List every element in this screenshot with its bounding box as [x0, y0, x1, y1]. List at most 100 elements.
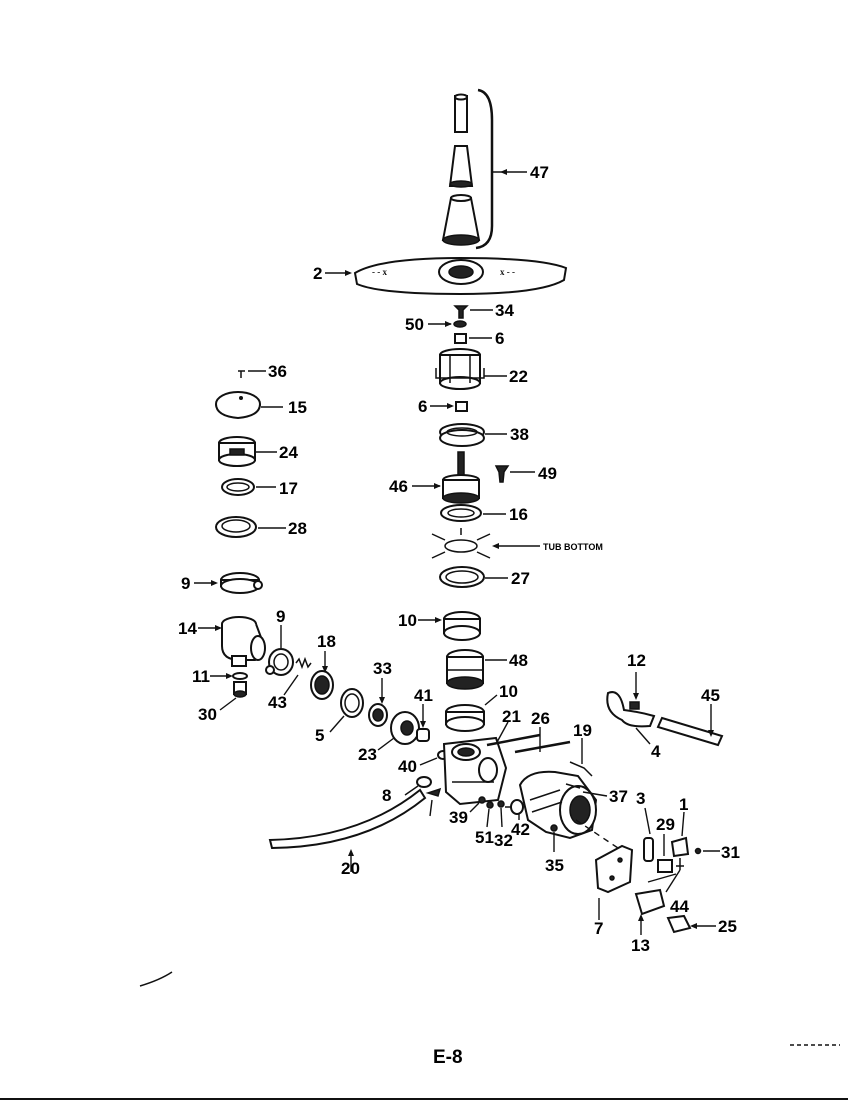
callout-6a: 6: [495, 329, 504, 348]
part-10b-clamp: [445, 694, 498, 732]
callout-16: 16: [509, 505, 528, 524]
callout-29: 29: [656, 815, 675, 834]
callout-50: 50: [405, 315, 424, 334]
callout-15: 15: [288, 398, 307, 417]
callout-34: 34: [495, 301, 514, 320]
callout-20: 20: [341, 859, 360, 878]
callout-28: 28: [288, 519, 307, 538]
part-48-grommet: [446, 649, 507, 690]
part-21-pump-body: [442, 721, 509, 806]
part-11-fitting: [210, 672, 248, 680]
callout-13: 13: [631, 936, 650, 955]
part-44-spring: [647, 858, 684, 893]
part-19-wire: [569, 738, 593, 777]
callout-3: 3: [636, 789, 645, 808]
callout-24: 24: [279, 443, 298, 462]
callout-42: 42: [511, 820, 530, 839]
callout-12: 12: [627, 651, 646, 670]
callout-17: 17: [279, 479, 298, 498]
part-36-screw: [238, 370, 266, 378]
tub-bottom-label: TUB BOTTOM: [543, 542, 603, 552]
callout-labels: 47 2 34 50 6 22 36 15 6 38 24 49 17 46 1…: [178, 163, 740, 955]
callout-43: 43: [268, 693, 287, 712]
callout-19: 19: [573, 721, 592, 740]
part-30-fitting: [219, 681, 247, 711]
part-8-hose-end: [404, 776, 432, 796]
callout-11: 11: [192, 667, 210, 686]
page-number: E-8: [433, 1047, 463, 1068]
part-5-ring: [329, 688, 364, 733]
callout-36: 36: [268, 362, 287, 381]
callout-25: 25: [718, 917, 737, 936]
part-9b-clamp: [265, 625, 294, 676]
part-35-screw: [550, 824, 558, 852]
part-20-drain-hose: [268, 788, 427, 872]
callout-31: 31: [721, 843, 740, 862]
part-3-pin: [643, 807, 654, 862]
part-50-washer: [428, 320, 467, 328]
part-16-gasket: [440, 504, 506, 522]
callout-7: 7: [594, 919, 603, 938]
callout-40: 40: [398, 757, 417, 776]
callout-49: 49: [538, 464, 557, 483]
part-23-impeller: [377, 711, 420, 751]
callout-8: 8: [382, 786, 391, 805]
part-12-fitting: [629, 672, 640, 710]
part-45-strip: [656, 704, 724, 747]
callout-1: 1: [679, 795, 688, 814]
part-1-switch: [670, 811, 690, 858]
part-4-bracket: [606, 691, 656, 745]
part-24-filter: [218, 436, 277, 467]
callout-41: 41: [414, 686, 433, 705]
part-7-mount-bracket: [575, 819, 634, 920]
part-32-nut: [497, 800, 505, 828]
part-47-tube-assembly: [441, 88, 527, 250]
callout-9b: 9: [276, 607, 285, 626]
callout-2: 2: [313, 264, 322, 283]
part-6b-nut: [430, 401, 468, 412]
part-34-screw: [453, 305, 493, 319]
callout-37: 37: [609, 787, 628, 806]
callout-27: 27: [511, 569, 530, 588]
part-31-screw: [694, 847, 720, 855]
part-49-screw: [494, 465, 535, 483]
part-9a-clamp: [194, 572, 263, 594]
callout-18: 18: [317, 632, 336, 651]
part-33-seal: [368, 678, 388, 727]
part-17-oring: [221, 478, 276, 496]
part-43-spring: [283, 656, 312, 696]
callout-22: 22: [509, 367, 528, 386]
callout-26: 26: [531, 709, 550, 728]
part-37-lead: [565, 783, 608, 797]
part-22-housing: [435, 348, 507, 390]
part-clip: [425, 787, 442, 817]
callout-46: 46: [389, 477, 408, 496]
part-6a-nut: [454, 333, 492, 344]
callout-14: 14: [178, 619, 197, 638]
callout-32: 32: [494, 831, 513, 850]
callout-51: 51: [475, 828, 494, 847]
part-42-fitting: [505, 799, 524, 820]
part-15-cover: [215, 391, 283, 420]
callout-5: 5: [315, 726, 324, 745]
tub-bottom-indicator: [431, 528, 540, 559]
callout-39: 39: [449, 808, 468, 827]
part-2-spray-arm: - - x x - -: [325, 256, 568, 296]
callout-33: 33: [373, 659, 392, 678]
part-10a-clamp: [418, 611, 481, 641]
part-18-screen: [310, 651, 334, 700]
part-51-nut: [486, 801, 494, 828]
callout-35: 35: [545, 856, 564, 875]
stray-mark: [139, 971, 173, 987]
part-39-washer: [469, 796, 486, 813]
part-46-pump-impeller: [412, 451, 480, 504]
part-25-clip: [666, 914, 716, 934]
callout-10a: 10: [398, 611, 417, 630]
callout-4: 4: [651, 742, 661, 761]
part-41-cap: [416, 704, 430, 742]
callout-23: 23: [358, 745, 377, 764]
callout-30: 30: [198, 705, 217, 724]
svg-text:- - x: - - x: [372, 267, 387, 277]
callout-47: 47: [530, 163, 549, 182]
